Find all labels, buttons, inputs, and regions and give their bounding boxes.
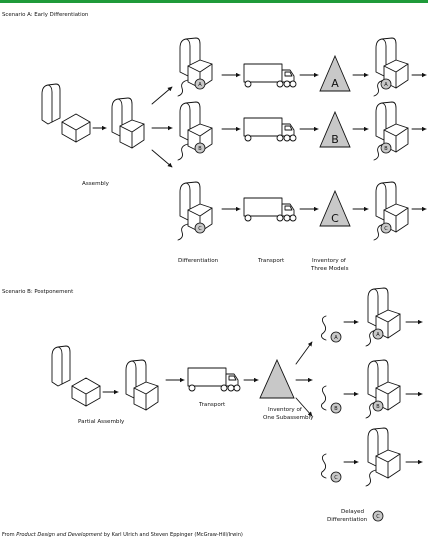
truck-icon	[244, 118, 296, 141]
differentiation-label: Differentiation	[178, 258, 219, 264]
truck-icon	[244, 198, 296, 221]
transport-label-b: Transport	[198, 402, 226, 408]
backrest-component	[52, 346, 70, 386]
final-a-badge: A	[376, 332, 380, 338]
model-c-badge: C	[198, 226, 202, 232]
scenario-a-header: Scenario A: Early Differentiation	[2, 12, 88, 18]
final-c-badge: C	[376, 514, 380, 520]
final-b-badge: B	[376, 404, 380, 410]
inventory-label-a-line1: Inventory of	[312, 258, 347, 264]
partial-assembly-label: Partial Assembly	[78, 419, 125, 425]
partial-assembled-chair	[126, 360, 158, 410]
scenario-b-diagram: A A B B C C	[52, 288, 422, 521]
assembly-label: Assembly	[82, 181, 110, 187]
delayed-c-row: C C	[322, 428, 423, 521]
inventory-triangle-c: C	[331, 212, 339, 225]
delayed-b-row: B B	[322, 360, 423, 418]
model-b-row: B B B	[178, 102, 426, 160]
delayed-b-badge: B	[334, 406, 338, 412]
assembled-chair	[112, 98, 144, 148]
delayed-label-line1: Delayed	[341, 509, 364, 515]
delayed-label-line2: Differentiation	[327, 517, 368, 523]
model-a-badge: A	[198, 82, 202, 88]
delayed-a-row: A A	[322, 288, 423, 346]
model-c-final-badge: C	[384, 226, 388, 232]
inventory-label-b-line1: Inventory of	[268, 407, 303, 413]
transport-label-a: Transport	[257, 258, 285, 264]
model-c-row: C C C	[178, 182, 426, 240]
delayed-c-badge: C	[334, 475, 338, 481]
truck-icon	[188, 368, 240, 391]
backrest-component	[42, 84, 60, 124]
inventory-triangle-b: B	[331, 133, 339, 146]
model-b-final-badge: B	[384, 146, 388, 152]
inventory-triangle-a: A	[331, 77, 339, 90]
inventory-label-a-line2: Three Models	[310, 266, 349, 272]
delayed-a-badge: A	[334, 335, 338, 341]
truck-icon	[244, 64, 296, 87]
model-b-badge: B	[198, 146, 202, 152]
inventory-label-b-line2: One Subassembly	[263, 415, 314, 421]
scenario-b-header: Scenario B: Postponement	[2, 289, 73, 295]
scenario-a-diagram: A A A B B B	[42, 38, 426, 240]
inventory-triangle-subassembly	[260, 360, 294, 398]
seat-component	[62, 114, 90, 142]
model-a-row: A A A	[178, 38, 426, 96]
model-a-final-badge: A	[384, 82, 388, 88]
seat-component	[72, 378, 100, 406]
source-caption: From Product Design and Development by K…	[2, 532, 243, 538]
